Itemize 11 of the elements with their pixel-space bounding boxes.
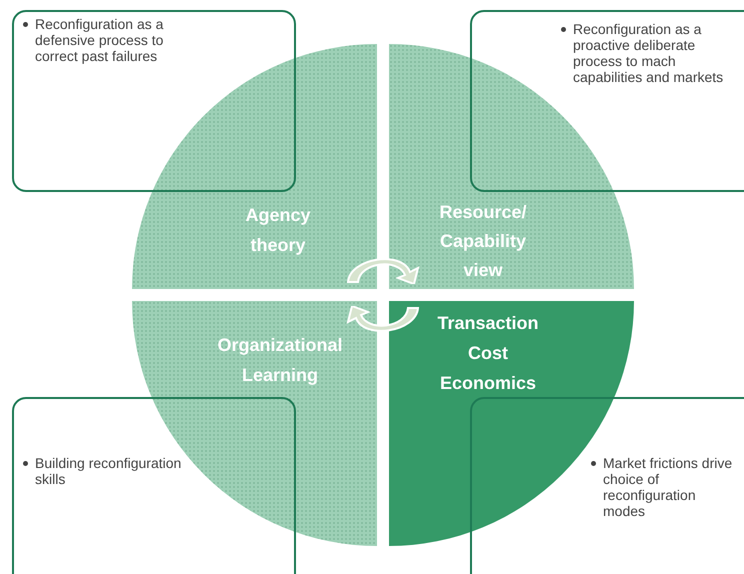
- bullet-text: Building reconfiguration skills: [35, 455, 182, 487]
- bullet-text: Reconfiguration as a proactive deliberate process to mach capabilities and markets: [573, 21, 724, 85]
- callout-box: [470, 397, 744, 574]
- bullet-text: Reconfiguration as a defensive process to correct past failures: [35, 16, 164, 64]
- callout-box: [12, 10, 296, 192]
- quadrant-title: Resource/ Capability view: [438, 201, 528, 282]
- quadrant-title: Transaction Cost Economics: [436, 312, 540, 395]
- quadrant-title: Agency theory: [244, 204, 312, 257]
- quadrant-title: Organizational Learning: [216, 334, 344, 387]
- bullet-text: Market frictions drive choice of reconfiguration modes: [603, 455, 733, 519]
- callout-box: [12, 397, 296, 574]
